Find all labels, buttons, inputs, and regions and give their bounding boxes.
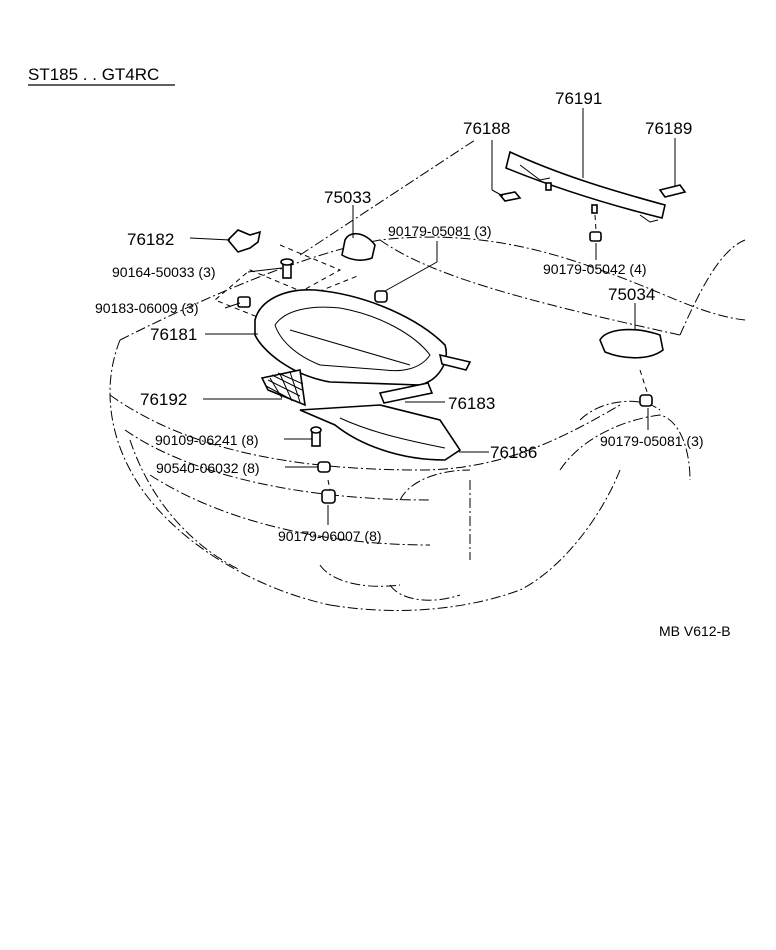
part-76181-panel[interactable]	[254, 289, 472, 386]
label-90179-06007: 90179-06007 (8)	[278, 528, 382, 544]
label-76183: 76183	[448, 394, 495, 413]
label-76191: 76191	[555, 89, 602, 108]
part-75033-cover[interactable]	[341, 232, 376, 261]
part-75034-cover[interactable]	[599, 328, 664, 359]
label-90179-05081-right: 90179-05081 (3)	[600, 433, 704, 449]
label-90540-06032: 90540-06032 (8)	[156, 460, 260, 476]
part-76186-lower-panel[interactable]	[299, 404, 462, 461]
part-90179-05081-nut-top[interactable]	[374, 290, 388, 303]
label-76182: 76182	[127, 230, 174, 249]
label-76192: 76192	[140, 390, 187, 409]
part-76189-pad[interactable]	[658, 184, 687, 198]
part-90179-05081-nut-right[interactable]	[639, 394, 653, 407]
part-90164-50033-bolt[interactable]	[280, 258, 294, 279]
label-75033: 75033	[324, 188, 371, 207]
part-76192-mesh[interactable]	[260, 369, 306, 407]
car-body-outline	[109, 139, 746, 611]
part-76183-strip[interactable]	[378, 382, 434, 404]
diagram-code: MB V612-B	[659, 623, 731, 639]
label-75034: 75034	[608, 285, 655, 304]
label-90179-05081-top: 90179-05081 (3)	[388, 223, 492, 239]
part-90179-05042-nut[interactable]	[589, 231, 602, 242]
label-90109-06241: 90109-06241 (8)	[155, 432, 259, 448]
part-76182-bracket[interactable]	[226, 229, 262, 253]
part-90540-06032-nut[interactable]	[317, 461, 331, 473]
label-76189: 76189	[645, 119, 692, 138]
label-90179-05042: 90179-05042 (4)	[543, 261, 647, 277]
label-76188: 76188	[463, 119, 510, 138]
diagram-title: ST185 . . GT4RC	[28, 65, 159, 84]
label-76181: 76181	[150, 325, 197, 344]
part-90109-06241-bolt[interactable]	[310, 426, 322, 447]
part-90179-06007-nut[interactable]	[321, 489, 336, 504]
part-90183-06009-nut[interactable]	[237, 296, 251, 308]
label-76186: 76186	[490, 443, 537, 462]
part-76188-clip[interactable]	[498, 191, 522, 202]
part-76191-spoiler[interactable]	[505, 150, 666, 223]
label-90164-50033: 90164-50033 (3)	[112, 264, 216, 280]
phantom-lines	[214, 214, 649, 491]
leader-lines	[189, 108, 676, 525]
label-90183-06009: 90183-06009 (3)	[95, 300, 199, 316]
